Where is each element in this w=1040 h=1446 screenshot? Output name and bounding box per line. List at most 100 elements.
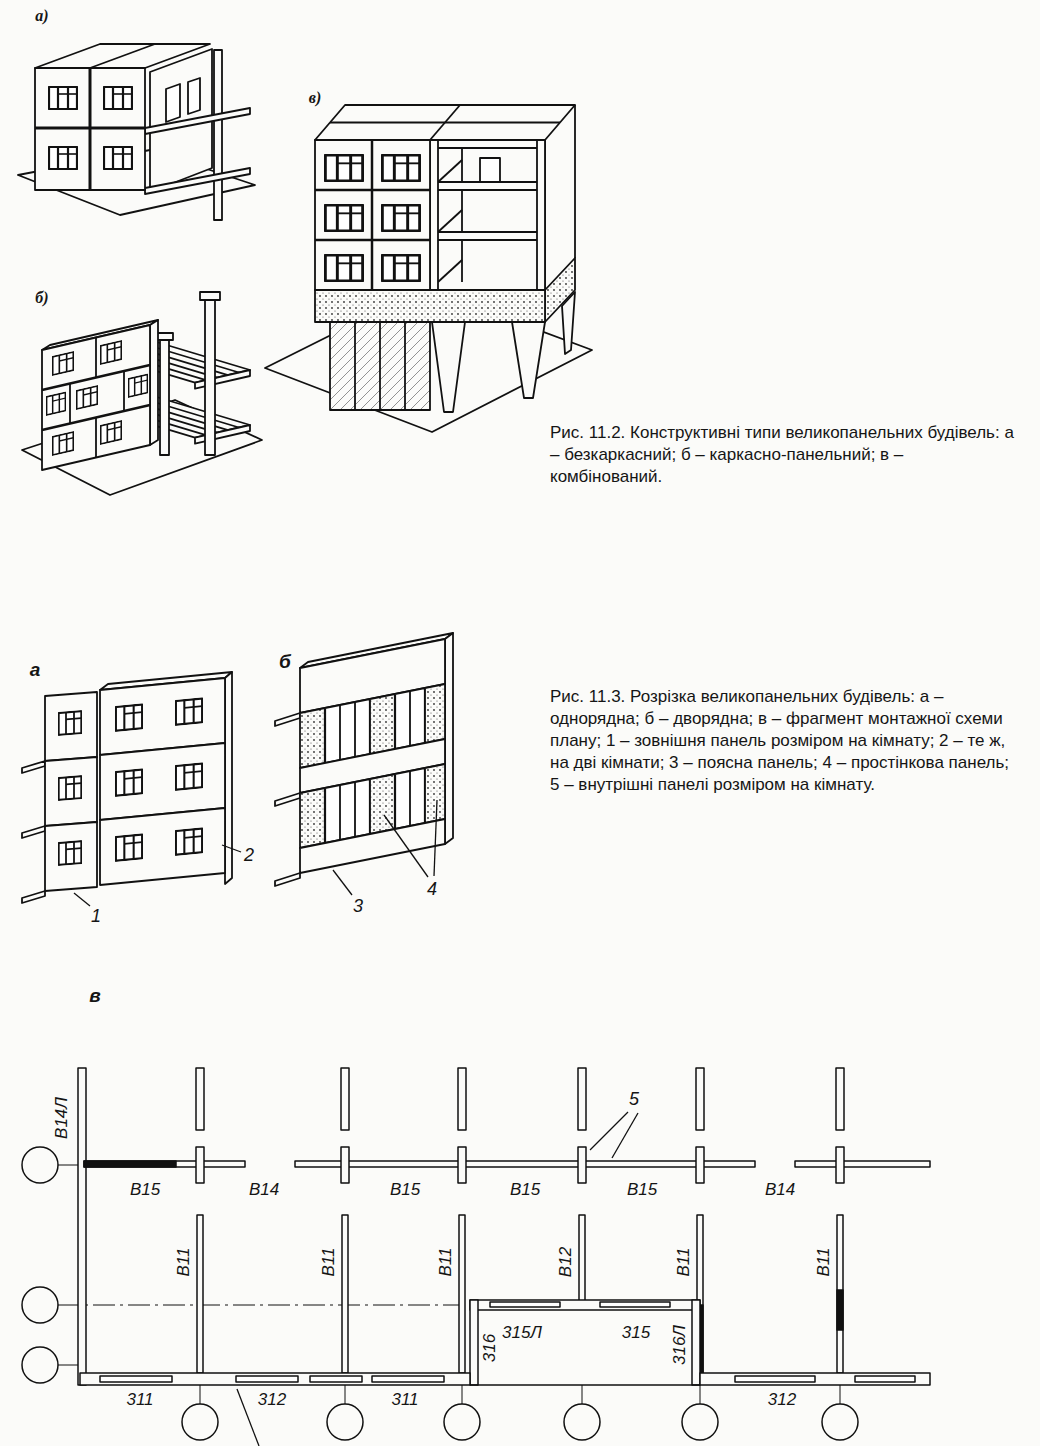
combined-building (330, 122, 560, 124)
combined-building (430, 140, 545, 290)
panel-mark: В11 (674, 1247, 694, 1278)
wall-panel (696, 1068, 704, 1130)
wall-panel (342, 1215, 348, 1373)
axis-circle (22, 1347, 58, 1383)
combined-building (325, 205, 362, 231)
combined-building (382, 155, 419, 181)
double-row-cut (395, 768, 425, 829)
double-row-cut (425, 684, 445, 743)
combined-building (430, 232, 545, 240)
callout-number: 1 (91, 906, 101, 927)
frame-panel-building (53, 352, 74, 375)
wall-panel (372, 1376, 444, 1382)
axis-circle (564, 1404, 600, 1440)
assembly-plan (22, 1068, 930, 1446)
wall-panel (837, 1290, 843, 1330)
frameless-building (145, 108, 250, 134)
wall-panel (458, 1068, 466, 1130)
leader-line (74, 800, 437, 906)
axis-line (840, 1385, 841, 1404)
panel-mark: В11 (436, 1247, 456, 1278)
frameless-building (35, 127, 145, 130)
combined-building (537, 140, 545, 290)
wall-panel (459, 1215, 465, 1373)
combined-building (461, 148, 463, 182)
axis-line (58, 1365, 80, 1366)
frame-panel-building (101, 341, 122, 364)
combined-building (325, 155, 362, 181)
combined-building (315, 290, 545, 322)
single-row-cut (116, 769, 142, 795)
single-row-cut (100, 678, 225, 755)
single-row-cut (22, 761, 45, 773)
panel-mark: В11 (814, 1247, 834, 1278)
frameless-building (214, 50, 222, 220)
double-row-cut (300, 788, 325, 848)
single-row-cut (22, 672, 232, 903)
figure-letter: в (89, 985, 100, 1007)
double-row-cut (339, 785, 341, 840)
axis-circle (822, 1404, 858, 1440)
combined-building (438, 210, 462, 232)
double-row-cut (445, 633, 453, 844)
axis-circle (22, 1287, 58, 1323)
single-row-cut (176, 763, 202, 789)
wall-panel (80, 1373, 470, 1385)
combined-building (354, 322, 356, 410)
axis-circle (444, 1404, 480, 1440)
leader-line (590, 1112, 628, 1150)
axis-circle (182, 1404, 218, 1440)
single-row-cut (45, 757, 97, 826)
frameless-building (104, 87, 132, 109)
double-row-cut (409, 771, 411, 826)
single-row-cut (176, 698, 202, 724)
combined-building (432, 322, 465, 412)
wall-panel (696, 1147, 704, 1183)
single-row-cut (22, 826, 45, 838)
single-row-cut (100, 743, 225, 820)
wall-panel (470, 1300, 478, 1385)
combined-building (315, 239, 430, 242)
combined-building (438, 160, 462, 182)
combined-building (382, 255, 419, 281)
panel-mark: 311 (125, 1390, 154, 1410)
wall-panel (579, 1215, 585, 1301)
panel-mark: В14 (248, 1180, 280, 1200)
combined-building (430, 140, 545, 148)
figure-letter: в) (309, 89, 321, 107)
wall-panel (836, 1147, 844, 1183)
frame-panel-building (53, 432, 74, 455)
frameless-building (166, 84, 180, 122)
frameless-building (90, 44, 155, 68)
frameless-building (49, 87, 77, 109)
combined-building (480, 158, 500, 182)
wall-panel (490, 1302, 560, 1307)
wall-panel (341, 1068, 349, 1130)
single-row-cut (59, 841, 81, 865)
single-row-cut (22, 891, 45, 903)
double-row-cut (354, 782, 356, 837)
combined-building (404, 322, 406, 410)
panel-mark: В15 (389, 1180, 421, 1200)
single-row-cut (59, 711, 81, 735)
single-row-cut (45, 822, 97, 891)
leader-line (384, 815, 428, 877)
wall-panel (836, 1068, 844, 1130)
frame-panel-building (42, 325, 150, 470)
double-row-cut (300, 708, 325, 768)
wall-panel (341, 1147, 349, 1183)
wall-panel (458, 1147, 466, 1183)
wall-panel (100, 1376, 172, 1382)
combined-building (371, 140, 374, 290)
figure-caption: Рис. 11.3. Розрізка великопанельних буді… (550, 686, 1020, 796)
frameless-building (18, 44, 255, 220)
wall-panel (855, 1376, 915, 1382)
panel-mark: 312 (257, 1390, 287, 1410)
combined-building (512, 322, 545, 398)
panel-mark: 315 (621, 1323, 651, 1343)
single-row-cut (59, 776, 81, 800)
wall-panel (837, 1215, 843, 1373)
leader-line (222, 845, 241, 852)
axis-circle (22, 1147, 858, 1440)
frame-panel-building (160, 338, 169, 455)
